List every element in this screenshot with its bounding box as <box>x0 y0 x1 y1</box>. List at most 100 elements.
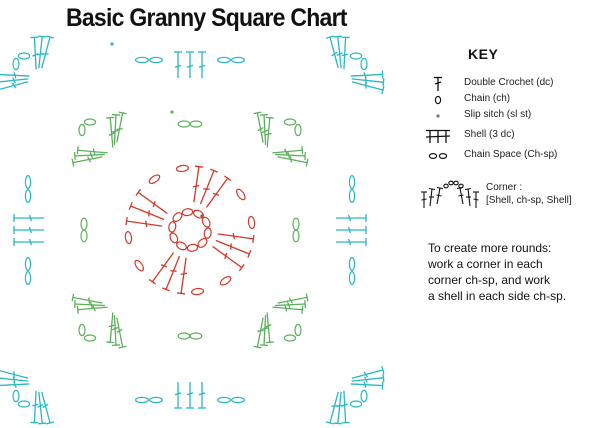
instructions-text: To create more rounds: work a corner in … <box>428 240 598 304</box>
double-crochet-stitch <box>135 188 168 215</box>
chain-stitch <box>349 52 363 60</box>
double-crochet-stitch <box>277 156 309 167</box>
double-crochet-stitch <box>0 81 29 91</box>
double-crochet-stitch <box>174 382 182 409</box>
chain-stitch <box>283 118 297 126</box>
chain-stitch <box>348 257 356 272</box>
key-label: Shell (3 dc) <box>464 129 515 140</box>
chain-space-icon <box>428 152 448 160</box>
chain-stitch <box>177 332 191 340</box>
corner-detail-label: [Shell, ch-sp, Shell] <box>486 195 572 206</box>
round-3-teal <box>0 35 385 425</box>
chain-stitch <box>231 396 246 404</box>
chain-stitch <box>24 257 32 272</box>
chain-stitch <box>294 323 302 337</box>
chain-stitch <box>168 221 177 233</box>
chain-stitch <box>219 275 232 286</box>
double-crochet-stitch <box>205 175 232 208</box>
key-item-chain-space: Chain Space (Ch-sp) <box>418 148 598 164</box>
double-crochet-stitch <box>37 35 47 69</box>
double-crochet-stitch <box>0 72 30 79</box>
double-crochet-stitch <box>13 214 44 222</box>
chain-stitch <box>190 287 205 296</box>
double-crochet-stitch <box>333 391 343 425</box>
chain-stitch <box>360 389 368 403</box>
key-item-slip-stitch: Slip sitch (sl st) <box>418 108 598 124</box>
double-crochet-stitch <box>217 232 255 243</box>
double-crochet-stitch <box>350 381 384 390</box>
chain-stitch <box>186 243 199 252</box>
instruction-line: a shell in each side ch-sp. <box>428 289 567 303</box>
double-crochet-stitch <box>336 238 367 246</box>
double-crochet-stitch <box>37 391 47 425</box>
double-crochet-stitch <box>30 390 39 424</box>
chain-stitch <box>189 120 203 128</box>
chain-stitch <box>12 57 20 71</box>
double-crochet-stitch <box>0 376 29 383</box>
chain-stitch <box>149 56 164 64</box>
chain-stitch <box>348 189 356 204</box>
double-crochet-stitch <box>325 391 339 425</box>
key-label: Double Crochet (dc) <box>464 77 554 88</box>
double-crochet-icon <box>434 76 442 91</box>
double-crochet-stitch <box>41 35 55 69</box>
double-crochet-stitch <box>111 114 121 145</box>
chain-stitch <box>24 271 32 286</box>
chain-stitch <box>17 52 31 60</box>
round-2-green <box>71 110 309 349</box>
chain-stitch <box>148 174 161 185</box>
chain-stitch <box>175 164 190 173</box>
shell-icon <box>425 129 451 143</box>
double-crochet-stitch <box>192 165 203 203</box>
double-crochet-stitch <box>325 35 339 69</box>
instruction-line: corner ch-sp, and work <box>428 273 551 287</box>
chain-stitch <box>283 334 297 342</box>
instruction-line: To create more rounds: <box>428 241 552 255</box>
slip-stitch <box>200 214 204 218</box>
double-crochet-stitch <box>128 202 165 221</box>
double-crochet-stitch <box>275 151 306 161</box>
chain-stitch <box>83 118 97 126</box>
chain-stitch <box>201 216 211 228</box>
chain-stitch <box>292 229 300 243</box>
chain-stitch <box>80 229 88 243</box>
key-label: Slip sitch (sl st) <box>464 109 532 120</box>
chain-stitch <box>149 396 164 404</box>
chain-stitch <box>247 215 256 230</box>
double-crochet-stitch <box>148 252 175 285</box>
key-title: KEY <box>468 46 499 62</box>
double-crochet-stitch <box>0 77 29 84</box>
chain-stitch <box>217 396 232 404</box>
double-crochet-stitch <box>253 111 264 143</box>
double-crochet-stitch <box>277 293 309 304</box>
double-crochet-stitch <box>186 382 194 409</box>
chain-stitch <box>348 175 356 190</box>
chain-stitch <box>124 230 133 245</box>
double-crochet-stitch <box>125 217 163 228</box>
double-crochet-stitch <box>174 51 182 78</box>
key-item-shell: Shell (3 dc) <box>418 128 598 144</box>
key-label: Chain (ch) <box>464 93 511 104</box>
double-crochet-stitch <box>259 114 269 145</box>
double-crochet-stitch <box>186 51 194 78</box>
double-crochet-stitch <box>177 257 188 295</box>
chain-stitch <box>78 323 86 337</box>
corner-label: Corner : <box>486 182 523 193</box>
chain-stitch <box>231 56 246 64</box>
page-title: Basic Granny Square Chart <box>66 4 347 32</box>
double-crochet-stitch <box>333 35 343 69</box>
double-crochet-stitch <box>259 315 269 346</box>
chain-stitch <box>217 56 232 64</box>
instruction-line: work a corner in each <box>428 257 543 271</box>
double-crochet-stitch <box>272 146 304 155</box>
double-crochet-stitch <box>265 116 274 148</box>
double-crochet-stitch <box>71 293 103 304</box>
double-crochet-stitch <box>351 373 385 383</box>
double-crochet-stitch <box>106 312 115 344</box>
chain-icon <box>434 95 442 105</box>
double-crochet-stitch <box>106 116 115 148</box>
chain-stitch <box>360 57 368 71</box>
slip-stitch <box>170 110 174 114</box>
double-crochet-stitch <box>41 391 55 425</box>
